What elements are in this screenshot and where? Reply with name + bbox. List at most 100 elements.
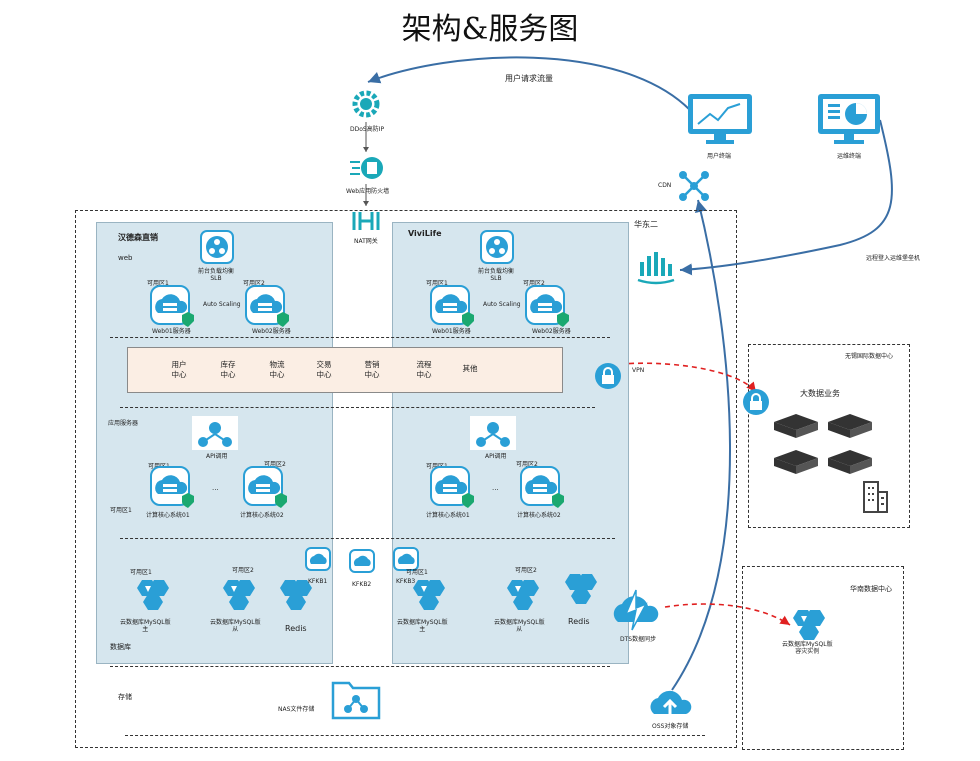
bigdata-label: 大数据业务	[800, 389, 840, 398]
left-db-slave-icon	[223, 580, 255, 610]
right-calc01-server-icon	[430, 466, 476, 510]
left-slb-icon	[200, 230, 234, 264]
right-api-label: API调用	[485, 453, 507, 460]
left-calc01-server-icon	[150, 466, 196, 510]
separator-storage-bottom	[125, 735, 705, 736]
oss-label: OSS对象存储	[652, 723, 689, 730]
left-web01-server-icon	[150, 285, 194, 327]
left-calc01-label: 计算核心系统01	[146, 512, 190, 519]
right-redis-label: Redis	[568, 617, 590, 626]
left-slb-label: 前台负载均衡 SLB	[198, 268, 235, 282]
right-calc02-server-icon	[520, 466, 566, 510]
region-label: 华东二	[634, 220, 658, 229]
kafka2-label: KFKB2	[352, 581, 372, 588]
kafka2-icon	[349, 549, 375, 573]
vpn-label: VPN	[632, 367, 645, 374]
south-datacenter-box	[742, 566, 904, 750]
app-server-label: 应用服务器	[108, 420, 139, 427]
separator-app	[120, 407, 595, 408]
band-item-inventory: 库存 中心	[220, 360, 236, 379]
bigdata-servers-icon	[774, 414, 872, 474]
building-icon	[863, 481, 888, 513]
left-db-zone2-label: 可用区2	[232, 567, 254, 574]
dts-label: DTS数据同步	[620, 636, 657, 643]
left-db-slave-label: 云数据库MySQL版 从	[210, 619, 261, 633]
nat-gateway-icon	[352, 212, 380, 230]
wuxi-vpn-lock-icon	[743, 389, 769, 415]
kafka1-icon	[305, 547, 331, 571]
db-section-label: 数据库	[110, 643, 131, 651]
band-item-logistics: 物流 中心	[269, 360, 285, 379]
storage-section-label: 存储	[118, 693, 132, 701]
ops-terminal-label: 运维终端	[837, 153, 862, 160]
left-api-icon	[192, 416, 238, 450]
south-db-instance-icon	[793, 610, 825, 640]
separator-db	[120, 538, 615, 539]
remote-login-label: 远程登入运维堡垒机	[866, 255, 921, 262]
left-redis-label: Redis	[285, 624, 307, 633]
right-autoscaling-label: Auto Scaling	[483, 301, 521, 308]
left-app-zone-side-label: 可用区1	[110, 507, 132, 514]
nas-label: NAS文件存储	[278, 706, 315, 713]
left-calc02-label: 计算核心系统02	[240, 512, 284, 519]
right-slb-icon	[480, 230, 514, 264]
left-web02-server-icon	[245, 285, 289, 327]
left-api-label: API调用	[206, 453, 228, 460]
wuxi-label: 无锡国际数据中心	[845, 353, 894, 360]
user-terminal-monitor-icon	[688, 94, 752, 144]
left-db-master-icon	[137, 580, 169, 610]
left-calc02-server-icon	[243, 466, 289, 510]
middle-service-band	[127, 347, 563, 393]
ops-terminal-monitor-icon	[818, 94, 880, 144]
kafka3-label: KFKB3	[396, 578, 416, 585]
kafka1-label: KFKB1	[308, 578, 328, 585]
flow-label: 用户请求流量	[505, 74, 553, 83]
wuxi-datacenter-box	[748, 344, 910, 528]
left-autoscaling-label: Auto Scaling	[203, 301, 241, 308]
right-db-zone1-label: 可用区1	[406, 569, 428, 576]
left-db-master-label: 云数据库MySQL版 主	[120, 619, 171, 633]
right-web02-server-icon	[525, 285, 569, 327]
right-calc01-label: 计算核心系统01	[426, 512, 470, 519]
right-redis-icon	[565, 574, 597, 604]
band-item-marketing: 营销 中心	[364, 360, 380, 379]
right-web-zone2-label: 可用区2	[523, 280, 545, 287]
left-web02-label: Web02服务器	[252, 328, 291, 335]
right-web01-label: Web01服务器	[432, 328, 471, 335]
south-label: 华南数据中心	[850, 585, 892, 593]
cdn-label: CDN	[658, 182, 672, 189]
left-app-ellipsis: ...	[212, 484, 219, 492]
right-api-icon	[470, 416, 516, 450]
left-app-zone2-label: 可用区2	[264, 461, 286, 468]
right-web01-server-icon	[430, 285, 474, 327]
page-title: 架构&服务图	[401, 12, 579, 47]
band-item-process: 流程 中心	[416, 360, 432, 379]
right-db-zone2-label: 可用区2	[515, 567, 537, 574]
bastion-host-icon	[637, 252, 675, 285]
user-terminal-label: 用户终端	[707, 153, 732, 160]
oss-upload-icon	[650, 690, 692, 714]
right-panel-title: ViviLife	[408, 229, 442, 238]
waf-firewall-icon	[350, 157, 383, 179]
right-db-slave-label: 云数据库MySQL版 从	[494, 619, 545, 633]
right-db-slave-icon	[507, 580, 539, 610]
cdn-network-icon	[679, 171, 709, 201]
band-item-user: 用户 中心	[171, 360, 187, 379]
nat-label: NAT网关	[354, 238, 378, 245]
waf-label: Web应用防火墙	[346, 188, 390, 195]
left-web01-label: Web01服务器	[152, 328, 191, 335]
right-web-zone1-label: 可用区1	[426, 280, 448, 287]
right-db-master-label: 云数据库MySQL版 主	[397, 619, 448, 633]
left-db-zone1-label: 可用区1	[130, 569, 152, 576]
region-east2-box	[75, 210, 737, 748]
right-web02-label: Web02服务器	[532, 328, 571, 335]
south-db-instance-label: 云数据库MySQL版 容灾实例	[782, 641, 833, 655]
left-web-zone1-label: 可用区1	[147, 280, 169, 287]
band-item-other: 其他	[462, 364, 478, 373]
right-calc02-label: 计算核心系统02	[517, 512, 561, 519]
left-panel-title: 汉德森直销	[118, 233, 158, 242]
right-slb-label: 前台负载均衡 SLB	[478, 268, 515, 282]
dts-sync-icon	[613, 589, 659, 631]
web-label: web	[118, 254, 133, 262]
nas-folder-icon	[331, 681, 381, 720]
